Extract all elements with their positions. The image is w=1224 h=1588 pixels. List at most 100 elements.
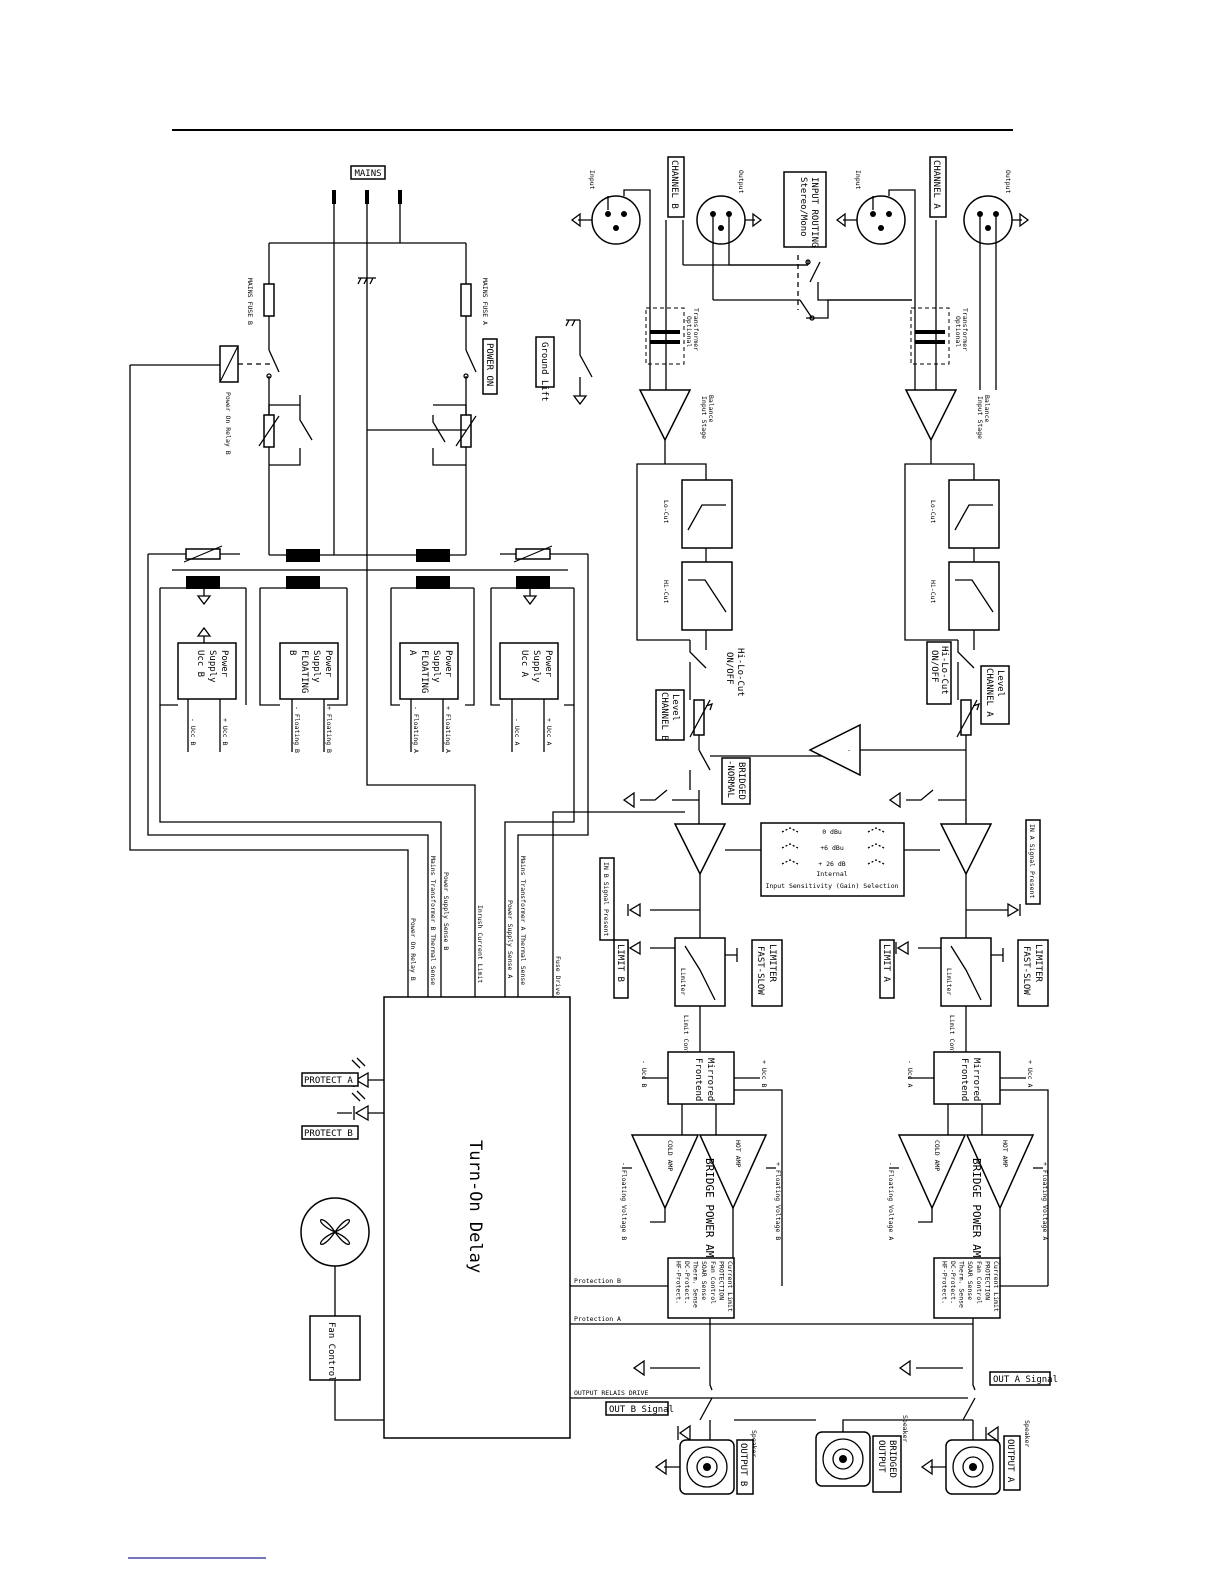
filter-a-wire — [904, 440, 975, 641]
limit-b-label: LIMIT B — [615, 944, 625, 982]
supply-rail — [187, 699, 545, 752]
limiter-b — [674, 937, 726, 1007]
turn-on-delay-label: Turn-On Delay — [465, 1140, 485, 1273]
gain-stage-b — [673, 823, 727, 876]
vcc-plus-a-label: + Ucc A — [1026, 1060, 1034, 1087]
transformer-secondary — [186, 576, 220, 589]
level-a-label: Level — [995, 670, 1005, 697]
limit-a-led-icon — [895, 940, 909, 956]
pin — [718, 225, 724, 231]
frontend-a-wire — [908, 1077, 1049, 1286]
lo-cut-filter-a — [948, 479, 1000, 549]
speaker-b-label: Speaker — [750, 1430, 758, 1457]
mains-fuse-a — [460, 283, 472, 317]
fuse-wire — [268, 243, 467, 350]
input-a-label: Input — [854, 170, 862, 190]
speakon-pin — [703, 1463, 711, 1471]
gain-stage-a — [939, 823, 993, 876]
hi-lo-cut-b-label-2: ON/OFF — [724, 652, 734, 685]
level-pot-arrow — [956, 699, 981, 738]
output-a-label: OUTPUT A — [1005, 1439, 1015, 1483]
in-a-led-icon — [1007, 902, 1021, 918]
sense-label: Fuse Drive — [554, 956, 562, 995]
power-supply-label: Power — [219, 650, 229, 678]
power-supply-vcc-a — [499, 642, 559, 700]
bridged-output-label-2: OUTPUT — [876, 1440, 886, 1473]
transformer-core — [915, 330, 945, 334]
limiter-fast-slow-b-label-2: FAST-SLOW — [755, 946, 765, 995]
ps-sense-a-wire — [504, 705, 575, 997]
transformer-primary-wire — [172, 554, 568, 571]
pin — [621, 211, 627, 217]
hi-lo-cut-switch-b — [689, 640, 707, 700]
hot-amp-a-label: HOT AMP — [1001, 1140, 1009, 1167]
ps-sense-b-wire — [159, 705, 442, 997]
rail-label: - Floating A — [412, 706, 420, 753]
sense-label: Power Supply Sense B — [442, 872, 450, 950]
ground-lift-label-box — [535, 336, 555, 388]
channel-b-label: CHANNEL B — [669, 160, 679, 209]
out-b-led-icon — [677, 1424, 691, 1442]
hi-lo-cut-switch-a — [957, 640, 975, 700]
protection-b-label: Protection B — [574, 1277, 621, 1285]
gain-option-label: +6 dBu — [820, 844, 844, 852]
input-b-xlr-jack — [591, 195, 641, 245]
gain-option-label: + 26 dB — [818, 860, 845, 868]
rail-label: - Ucc A — [513, 718, 521, 745]
mains-label: MAINS — [354, 169, 381, 179]
speakon-ring — [696, 1456, 718, 1478]
input-a-ground-icon — [835, 212, 857, 228]
out-a-signal-box — [989, 1371, 1051, 1386]
protection-label: Current Limit — [992, 1261, 1000, 1312]
mains-wire — [269, 204, 466, 555]
internal-label: Internal — [816, 870, 847, 878]
output-a-label-box — [1003, 1435, 1021, 1491]
hi-lo-cut-b-label: Hi-Lo-Cut — [735, 648, 745, 697]
protection-a-label: Protection A — [574, 1315, 621, 1323]
ground-icon — [888, 791, 901, 809]
lo-cut-curve — [954, 504, 993, 531]
transformer-a-label-2: Optional — [954, 316, 962, 347]
limiter-fast-slow-a-box — [1017, 939, 1049, 1007]
power-supply-label: FLOATING — [419, 650, 429, 693]
bridged-output-wire — [734, 1419, 973, 1432]
vcc-minus-a-label: - Ucc A — [906, 1060, 914, 1087]
mains-label-box — [350, 165, 386, 180]
balance-stage-b-label-2: Input Stage — [700, 396, 708, 439]
hi-cut-filter-a — [948, 561, 1000, 631]
balance-stage-b-label: Balance — [707, 395, 715, 422]
power-switch — [268, 349, 477, 415]
sense-label: Power Supply Sense A — [506, 900, 514, 978]
protection-label: Fan Control — [709, 1261, 717, 1304]
rail-label: + Floating B — [325, 706, 333, 753]
speakon-pin — [969, 1463, 977, 1471]
power-on-relay-b-label: Power On Relay B — [224, 392, 232, 455]
speakon-ring — [822, 1438, 864, 1480]
in-b-signal-label-box — [599, 857, 615, 941]
channel-a: Input Output CHANNEL A INPUT ROUTING Ste… — [682, 156, 1058, 1495]
inrush-wire — [366, 555, 476, 997]
output-b-label-box — [736, 1439, 754, 1495]
transformer-core — [650, 330, 680, 334]
protection-label: PROTECTION — [717, 1261, 725, 1300]
output-relay-a-wire — [962, 1318, 976, 1440]
channel-b: Input Output CHANNEL B Transformer Optio… — [570, 156, 860, 1495]
hot-amp-b-label: HOT AMP — [734, 1140, 742, 1167]
level-pot-b — [693, 699, 705, 736]
speakon-ring — [832, 1448, 854, 1470]
input-routing-label: INPUT ROUTING — [809, 177, 819, 247]
speakon-ring — [686, 1446, 728, 1488]
output-b-ground-icon — [654, 1458, 680, 1476]
level-b-label-2: CHANNEL B — [659, 692, 669, 741]
mirrored-frontend-a — [933, 1051, 1001, 1105]
out-b-signal-label: OUT B Signal — [609, 1405, 674, 1415]
limiter-b-wire — [650, 947, 738, 962]
ground-icon — [196, 589, 538, 643]
lo-cut-curve — [687, 504, 726, 531]
level-pot-arrow — [689, 699, 714, 738]
level-a-label-box — [980, 665, 1010, 725]
control-section: Turn-On Delay PROTECT A PROTECT B Fan Co… — [300, 996, 973, 1439]
input-routing-label-2: Stereo/Mono — [798, 177, 808, 237]
balance-input-stage-a — [904, 389, 958, 442]
